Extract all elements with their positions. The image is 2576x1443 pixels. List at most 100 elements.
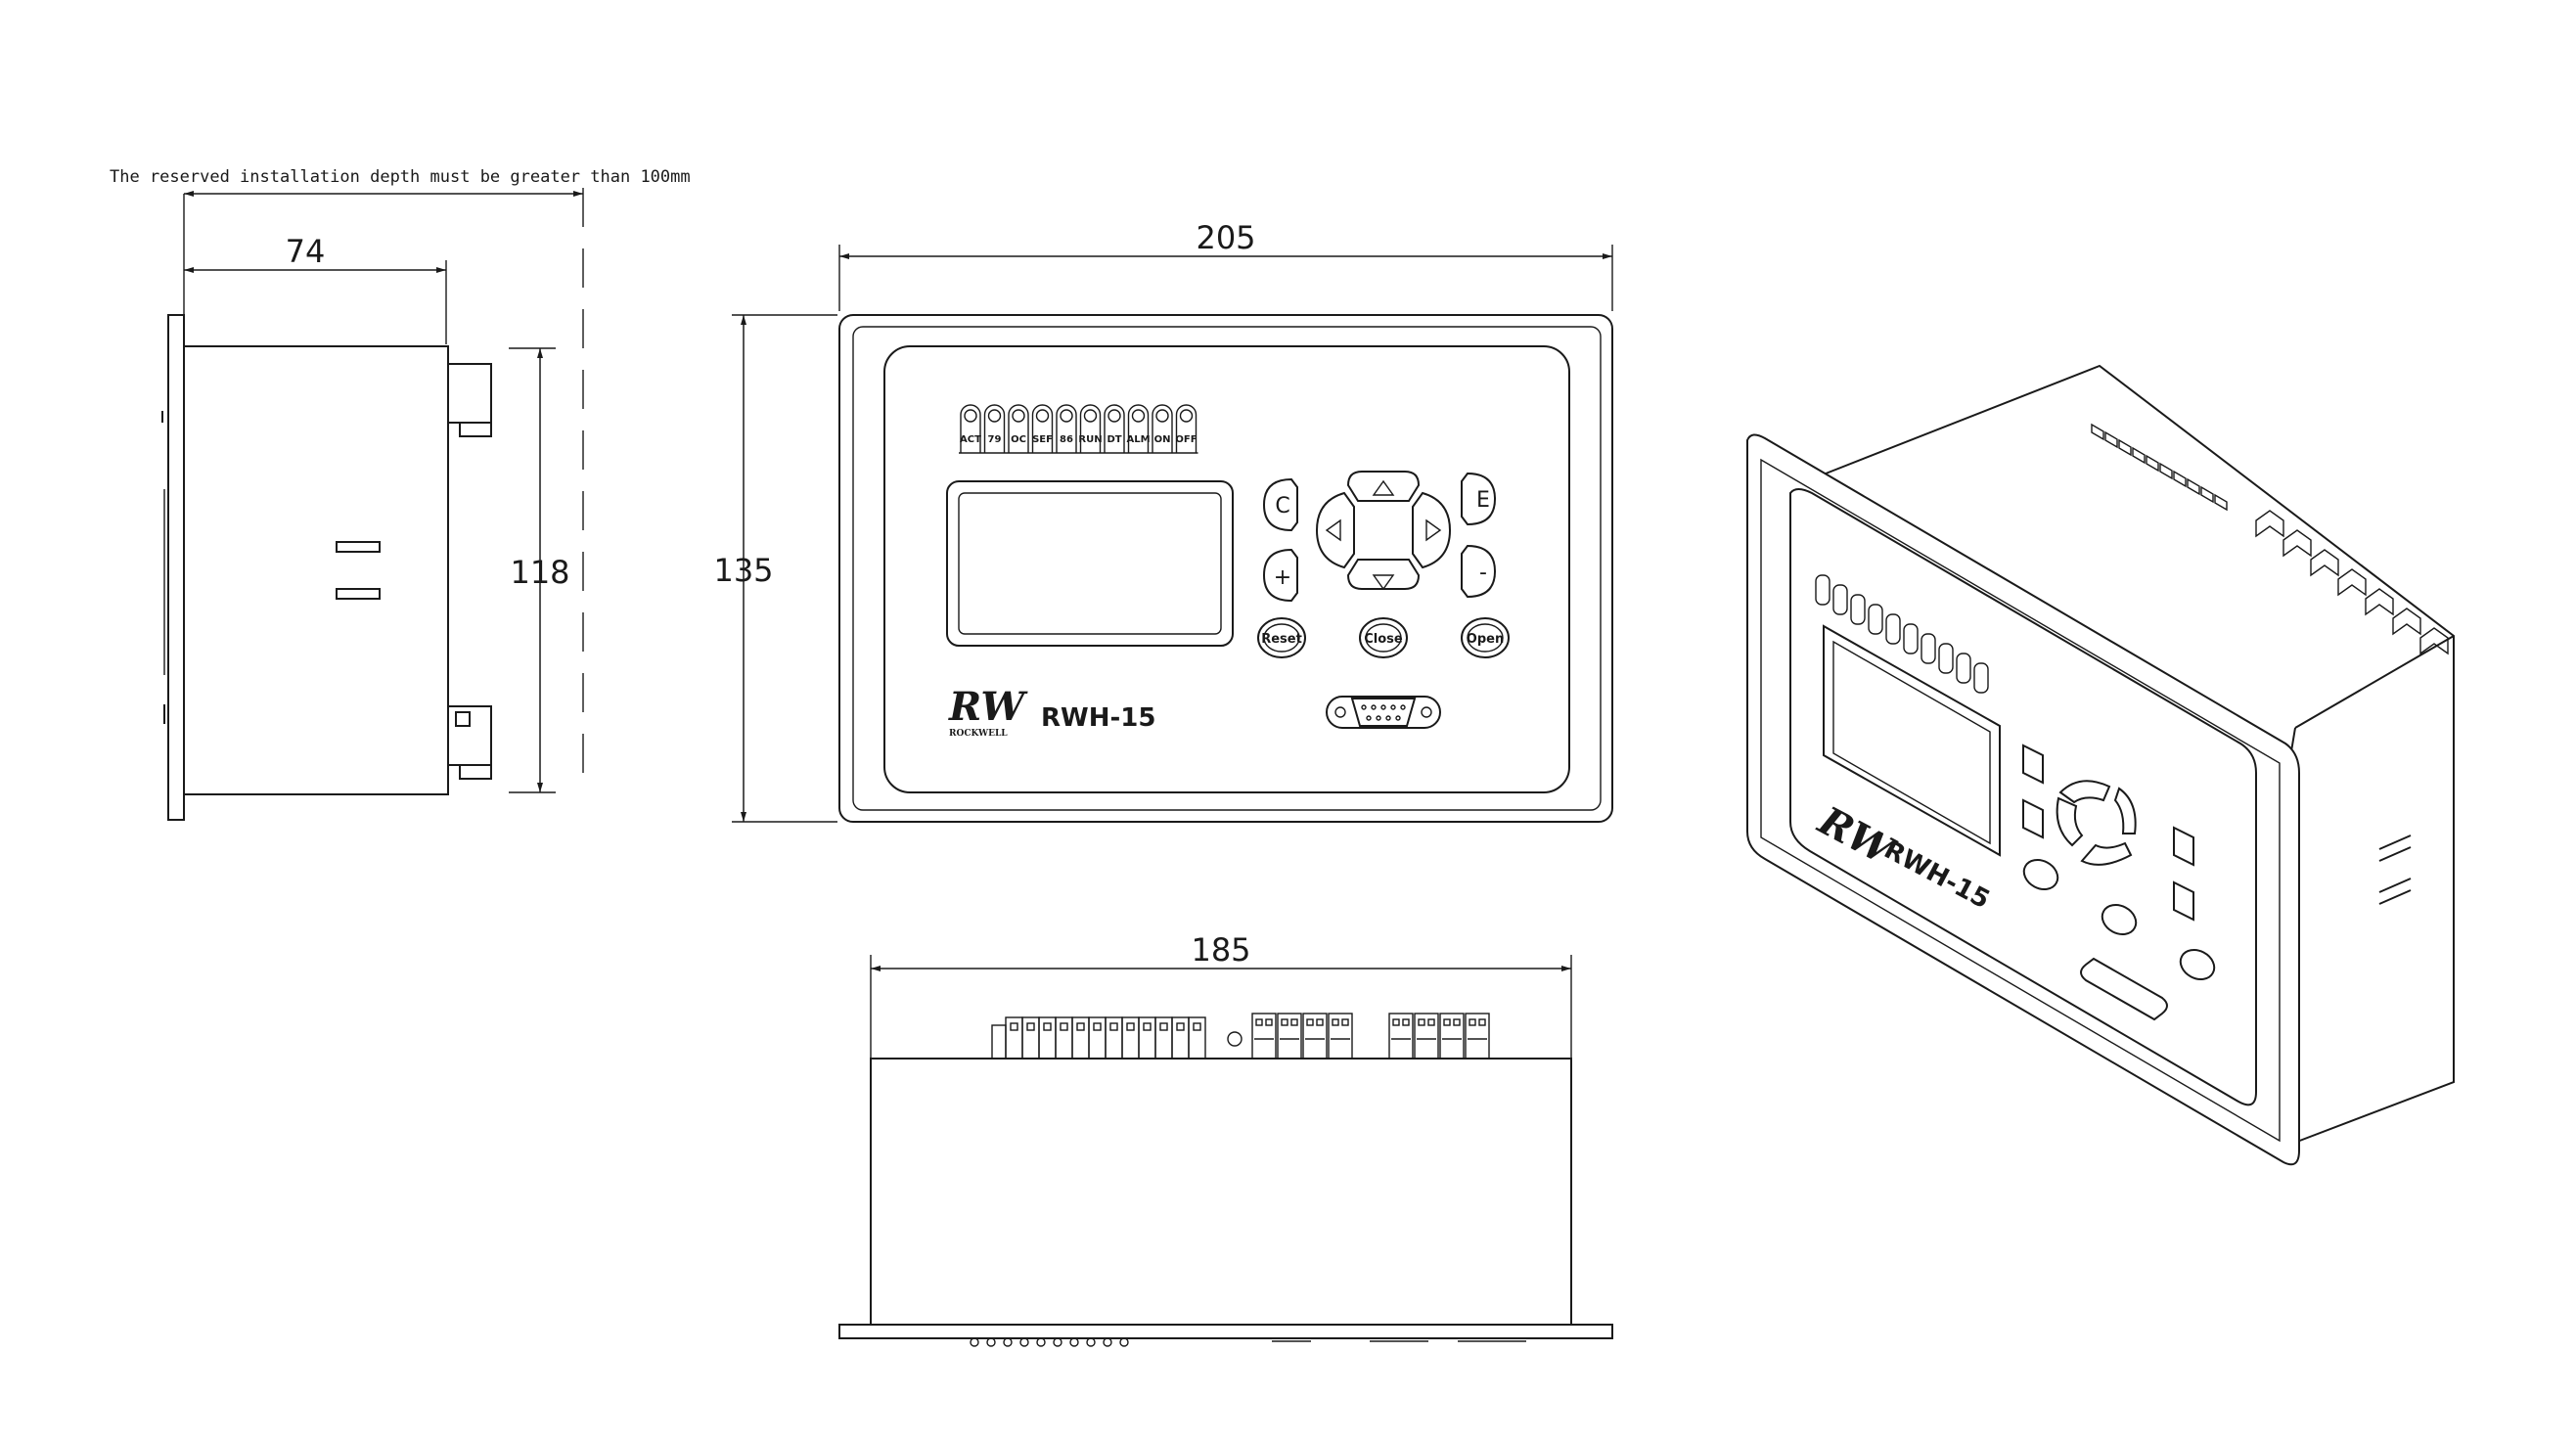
side-vent [336, 588, 381, 600]
iso-indicator-strip [1815, 574, 1989, 694]
iso-terminal [2365, 588, 2394, 616]
iso-terminal [2132, 446, 2146, 465]
left-arrow-icon [1325, 519, 1341, 542]
iso-key [2022, 744, 2044, 785]
reset-button[interactable]: Reset [1257, 617, 1306, 658]
brand-name: ROCKWELL [949, 729, 1008, 739]
right-arrow-icon [1425, 519, 1442, 542]
iso-indicator-led [1815, 574, 1830, 606]
led-pin [970, 1337, 979, 1347]
up-arrow-icon [1372, 479, 1395, 496]
led-pin [1086, 1337, 1096, 1347]
minus-key[interactable]: - [1461, 544, 1497, 599]
side-terminal-top [447, 363, 492, 424]
iso-indicator-led [1850, 594, 1866, 625]
iso-indicator-led [1832, 584, 1848, 615]
down-key[interactable] [1346, 559, 1421, 590]
terminal-block [1414, 1013, 1439, 1060]
iso-terminal [2118, 438, 2132, 457]
right-key[interactable] [1412, 491, 1452, 569]
installation-depth-note: The reserved installation depth must be … [110, 167, 691, 187]
indicator-led [1107, 409, 1121, 423]
enter-key-label: E [1476, 488, 1490, 513]
side-body [183, 345, 449, 795]
indicator-led-frame [1127, 404, 1150, 453]
led-pin [986, 1337, 996, 1347]
indicator-led [1131, 409, 1146, 423]
led-pin [1053, 1337, 1062, 1347]
direction-pad [1315, 471, 1452, 591]
terminal-block [1251, 1013, 1277, 1060]
iso-terminal [2159, 462, 2173, 480]
left-key[interactable] [1315, 491, 1355, 569]
plus-key-label: + [1274, 565, 1291, 590]
depth-dimension: 74 [286, 233, 326, 270]
side-vent [336, 541, 381, 553]
bottom-view: 185 [838, 931, 1613, 1347]
indicator-led [1083, 409, 1098, 423]
led-pin [1069, 1337, 1079, 1347]
indicator-led-frame [1031, 404, 1054, 453]
indicator-led-frame [983, 404, 1006, 453]
indicator-led-frame [1152, 404, 1173, 453]
iso-terminal [2104, 430, 2118, 449]
model-label: RWH-15 [1041, 703, 1155, 733]
indicator-led-frame [1079, 404, 1102, 453]
cancel-key[interactable]: C [1262, 477, 1298, 532]
iso-lcd [1823, 624, 2001, 857]
open-button-label: Open [1467, 632, 1504, 647]
indicator-led-frame [1104, 404, 1125, 453]
terminal-block [1388, 1013, 1414, 1060]
rw-logo: RW [948, 684, 1028, 730]
iso-indicator-led [1956, 653, 1971, 684]
minus-key-label: - [1479, 561, 1487, 585]
indicator-led-frame [1056, 404, 1077, 453]
terminal-block [1277, 1013, 1302, 1060]
indicator-label: ALM [1126, 434, 1150, 445]
isometric-view: RW RWH-15 [1746, 364, 2455, 1166]
iso-terminal [2310, 549, 2339, 577]
iso-indicator-led [1973, 662, 1989, 694]
indicator-led [1012, 409, 1025, 423]
close-button[interactable]: Close [1359, 617, 1408, 658]
iso-panel [1789, 488, 2257, 1106]
indicator-label: RUN [1078, 434, 1102, 445]
close-button-label: Close [1364, 632, 1403, 647]
indicator-label: ACT [960, 434, 981, 445]
led-pin [1036, 1337, 1046, 1347]
iso-terminal [2091, 423, 2104, 441]
iso-vent [2378, 834, 2412, 850]
indicator-label: 86 [1060, 434, 1073, 445]
front-height-dimension: 135 [713, 552, 773, 589]
open-button[interactable]: Open [1461, 617, 1510, 658]
db9-port [1326, 696, 1441, 729]
terminal-blocks [991, 1013, 1490, 1060]
brand-logo: RW ROCKWELL [948, 684, 1028, 739]
indicator-label: OC [1011, 434, 1026, 445]
up-key[interactable] [1346, 471, 1421, 502]
led-pins [970, 1337, 1129, 1347]
side-view: 74 118 [161, 188, 584, 821]
indicator-label: 79 [988, 434, 1002, 445]
led-pin [1003, 1337, 1013, 1347]
bottom-width-dimension: 185 [1191, 931, 1250, 969]
terminal-block [1328, 1013, 1353, 1060]
indicator-led [1035, 409, 1050, 423]
terminal-block [1439, 1013, 1465, 1060]
lcd-display [946, 480, 1234, 647]
iso-dpad [2058, 780, 2111, 804]
iso-terminal [2146, 454, 2159, 473]
iso-indicator-led [1903, 623, 1919, 654]
terminal-block [1465, 1013, 1490, 1060]
enter-key[interactable]: E [1461, 472, 1497, 526]
iso-terminal [2214, 493, 2228, 512]
plus-key[interactable]: + [1262, 548, 1298, 603]
iso-indicator-led [1868, 604, 1883, 635]
front-width-dimension: 205 [1196, 219, 1255, 256]
iso-terminal [2337, 568, 2367, 597]
terminal-block [1302, 1013, 1328, 1060]
iso-terminal [2392, 608, 2421, 636]
bottom-flange [838, 1324, 1613, 1339]
reset-button-label: Reset [1261, 632, 1302, 647]
